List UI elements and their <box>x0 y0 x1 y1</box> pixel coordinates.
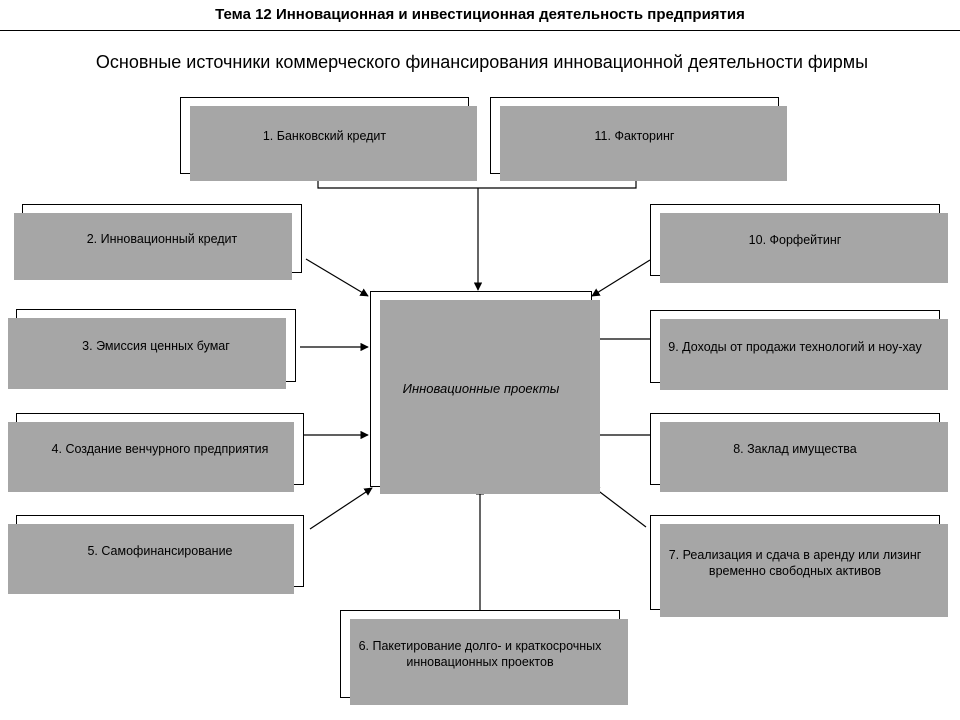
node-shadow <box>380 300 600 494</box>
node-label: Инновационные проекты <box>402 381 560 396</box>
node-label: 5. Самофинансирование <box>87 544 233 558</box>
diagram-node-11[interactable]: 11. Факторинг <box>490 97 787 181</box>
node-shadow <box>500 106 787 181</box>
diagram-node-7[interactable]: 7. Реализация и сдача в аренду или лизин… <box>650 515 948 617</box>
diagram-node-1[interactable]: 1. Банковский кредит <box>180 97 477 181</box>
node-shadow <box>190 106 477 181</box>
page-title: Тема 12 Инновационная и инвестиционная д… <box>215 6 745 23</box>
node-shadow <box>8 318 286 389</box>
node-label: 1. Банковский кредит <box>262 128 387 143</box>
node-label: 3. Эмиссия ценных бумаг <box>82 338 230 353</box>
node-label: 4. Создание венчурного предприятия <box>51 442 269 456</box>
diagram-node-8[interactable]: 8. Заклад имущества <box>650 413 948 492</box>
node-shadow <box>350 619 628 705</box>
diagram-node-center[interactable]: Инновационные проекты <box>370 291 600 494</box>
node-label: 11. Факторинг <box>594 128 675 143</box>
diagram-node-5[interactable]: 5. Самофинансирование <box>8 515 304 594</box>
node-label: 9. Доходы от продажи технологий и ноу-ха… <box>668 339 922 354</box>
title-divider <box>0 30 960 31</box>
diagram-node-4[interactable]: 4. Создание венчурного предприятия <box>8 413 304 492</box>
node-label: 2. Инновационный кредит <box>86 231 238 246</box>
node-label: 10. Форфейтинг <box>748 233 842 247</box>
diagram-node-10[interactable]: 10. Форфейтинг <box>650 204 948 283</box>
diagram-node-2[interactable]: 2. Инновационный кредит <box>14 204 302 280</box>
node-shadow <box>660 319 948 390</box>
node-label: 7. Реализация и сдача в аренду или лизин… <box>668 547 922 578</box>
diagram-node-6[interactable]: 6. Пакетирование долго- и краткосрочных … <box>340 610 628 705</box>
diagram-node-9[interactable]: 9. Доходы от продажи технологий и ноу-ха… <box>650 310 948 390</box>
node-label: 6. Пакетирование долго- и краткосрочных … <box>358 639 602 669</box>
node-label: 8. Заклад имущества <box>733 442 857 456</box>
page-subtitle: Основные источники коммерческого финанси… <box>95 52 869 72</box>
node-shadow <box>8 524 294 594</box>
node-shadow <box>14 213 292 280</box>
node-shadow <box>8 422 294 492</box>
node-shadow <box>660 422 948 492</box>
node-shadow <box>660 213 948 283</box>
node-shadow <box>660 524 948 617</box>
diagram-node-3[interactable]: 3. Эмиссия ценных бумаг <box>8 309 296 389</box>
